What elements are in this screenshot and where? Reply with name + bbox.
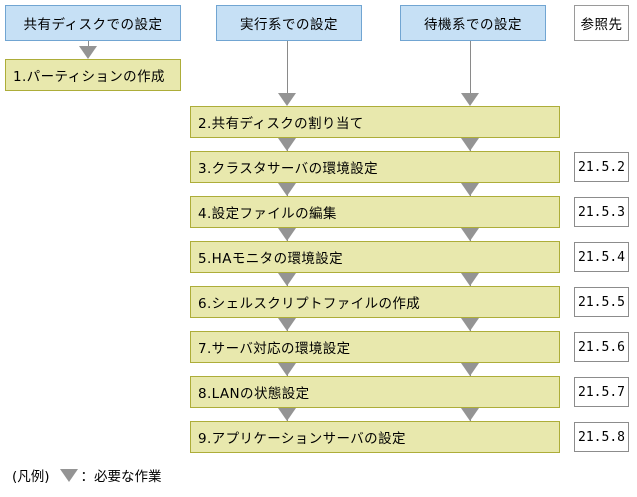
legend-prefix: (凡例) xyxy=(12,469,50,485)
connector-stem-standby-long xyxy=(470,41,471,102)
process-step-8: 8.LANの状態設定 xyxy=(190,376,560,408)
process-step-3: 3.クラスタサーバの環境設定 xyxy=(190,151,560,183)
reference-step-9: 21.5.8 xyxy=(574,422,629,452)
process-step-1: 1.パーティションの作成 xyxy=(5,59,181,91)
arrow-down-icon-active-5 xyxy=(278,228,296,241)
arrow-down-icon-active-6 xyxy=(278,273,296,286)
header-reference: 参照先 xyxy=(574,5,629,41)
process-step-4: 4.設定ファイルの編集 xyxy=(190,196,560,228)
arrow-down-icon-active-7 xyxy=(278,318,296,331)
process-step-9: 9.アプリケーションサーバの設定 xyxy=(190,421,560,453)
process-step-2: 2.共有ディスクの割り当て xyxy=(190,106,560,138)
reference-step-7: 21.5.6 xyxy=(574,332,629,362)
reference-step-5: 21.5.4 xyxy=(574,242,629,272)
arrow-down-icon-standby-9 xyxy=(461,408,479,421)
arrow-down-icon-standby-5 xyxy=(461,228,479,241)
legend-text: ：必要な作業 xyxy=(80,469,162,485)
reference-step-8: 21.5.7 xyxy=(574,377,629,407)
reference-step-3: 21.5.2 xyxy=(574,152,629,182)
process-step-6: 6.シェルスクリプトファイルの作成 xyxy=(190,286,560,318)
legend: (凡例) ：必要な作業 xyxy=(12,465,162,485)
process-step-5: 5.HAモニタの環境設定 xyxy=(190,241,560,273)
reference-step-6: 21.5.5 xyxy=(574,287,629,317)
reference-step-4: 21.5.3 xyxy=(574,197,629,227)
arrow-down-icon-active-3 xyxy=(278,138,296,151)
connector-stem-active-long xyxy=(287,41,288,102)
arrow-down-icon-standby-8 xyxy=(461,363,479,376)
arrow-down-icon-active-9 xyxy=(278,408,296,421)
arrow-down-triangle-icon xyxy=(59,468,78,482)
header-standby-system: 待機系での設定 xyxy=(400,5,546,41)
arrow-down-icon-active-4 xyxy=(278,183,296,196)
arrow-down-icon-standby-3 xyxy=(461,138,479,151)
arrow-down-icon-active-8 xyxy=(278,363,296,376)
process-step-7: 7.サーバ対応の環境設定 xyxy=(190,331,560,363)
arrow-down-icon-standby-7 xyxy=(461,318,479,331)
header-active-system: 実行系での設定 xyxy=(216,5,362,41)
arrow-down-icon-standby-6 xyxy=(461,273,479,286)
arrow-down-icon-active-2 xyxy=(278,93,296,106)
arrow-down-icon-standby-4 xyxy=(461,183,479,196)
header-shared-disk: 共有ディスクでの設定 xyxy=(5,5,181,41)
arrow-down-icon-col1 xyxy=(79,46,97,59)
arrow-down-icon-standby-2 xyxy=(461,93,479,106)
